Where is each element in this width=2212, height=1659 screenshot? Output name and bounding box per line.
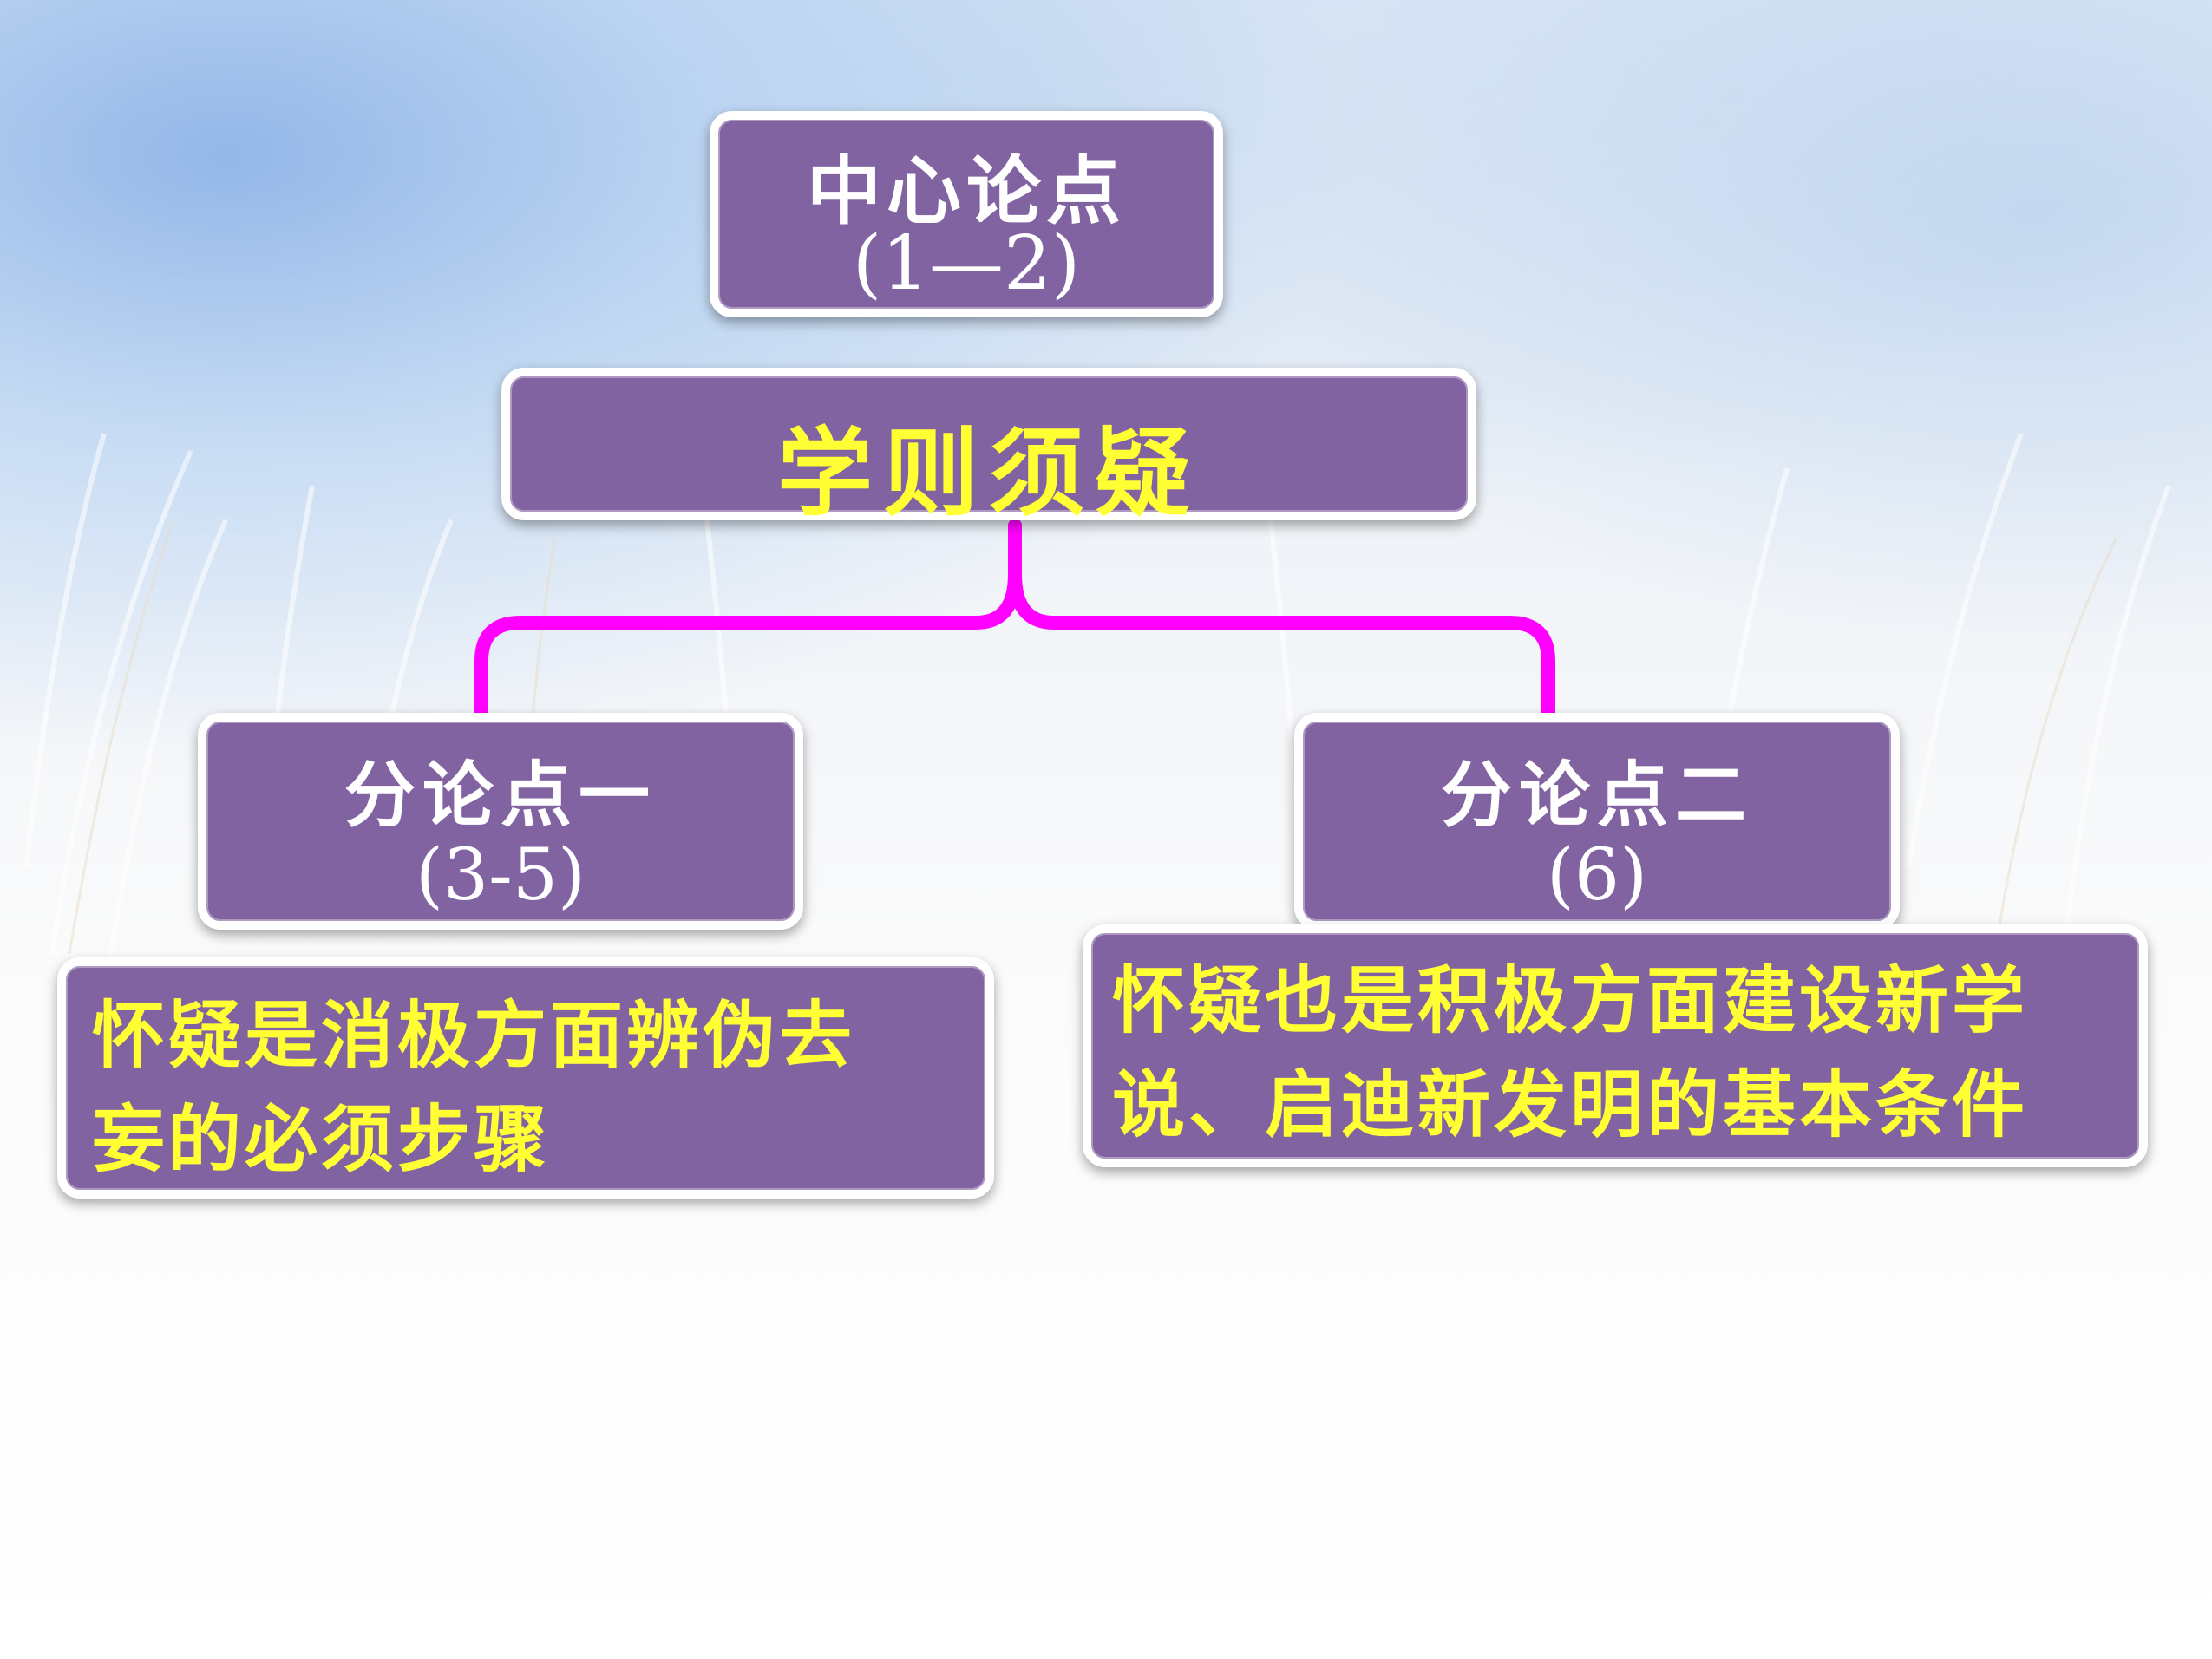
thesis-text: 学则须疑 [777,417,1201,529]
sub-argument-1-label: 分论点一 [344,754,657,837]
sub-argument-1-detail-box: 怀疑是消极方面辨伪去 妄的必须步骤 [57,957,994,1199]
sub-argument-2-detail-box: 怀疑也是积极方面建设新学 说、启迪新发明的基本条件 [1083,924,2148,1167]
sub-argument-1-box: 分论点一 (3-5) [198,713,803,930]
sub-argument-2-detail-line1: 怀疑也是积极方面建设新学 [1112,957,2029,1043]
sub-argument-2-detail-line2: 说、启迪新发明的基本条件 [1112,1061,2029,1147]
sub-argument-2-box: 分论点二 (6) [1294,713,1900,930]
sub-argument-1-range: (3-5) [415,834,586,917]
central-argument-label: 中心论点 [807,147,1126,235]
thesis-box: 学则须疑 [501,368,1476,529]
central-argument-box: 中心论点 (1—2) [710,111,1223,317]
sub-argument-1-detail-line2: 妄的必须步骤 [92,1096,551,1182]
central-argument-range: (1—2) [852,220,1081,307]
sub-argument-2-range: (6) [1546,834,1648,917]
sub-argument-1-detail-line1: 怀疑是消极方面辨伪去 [92,992,856,1078]
sub-argument-2-label: 分论点二 [1440,754,1753,837]
